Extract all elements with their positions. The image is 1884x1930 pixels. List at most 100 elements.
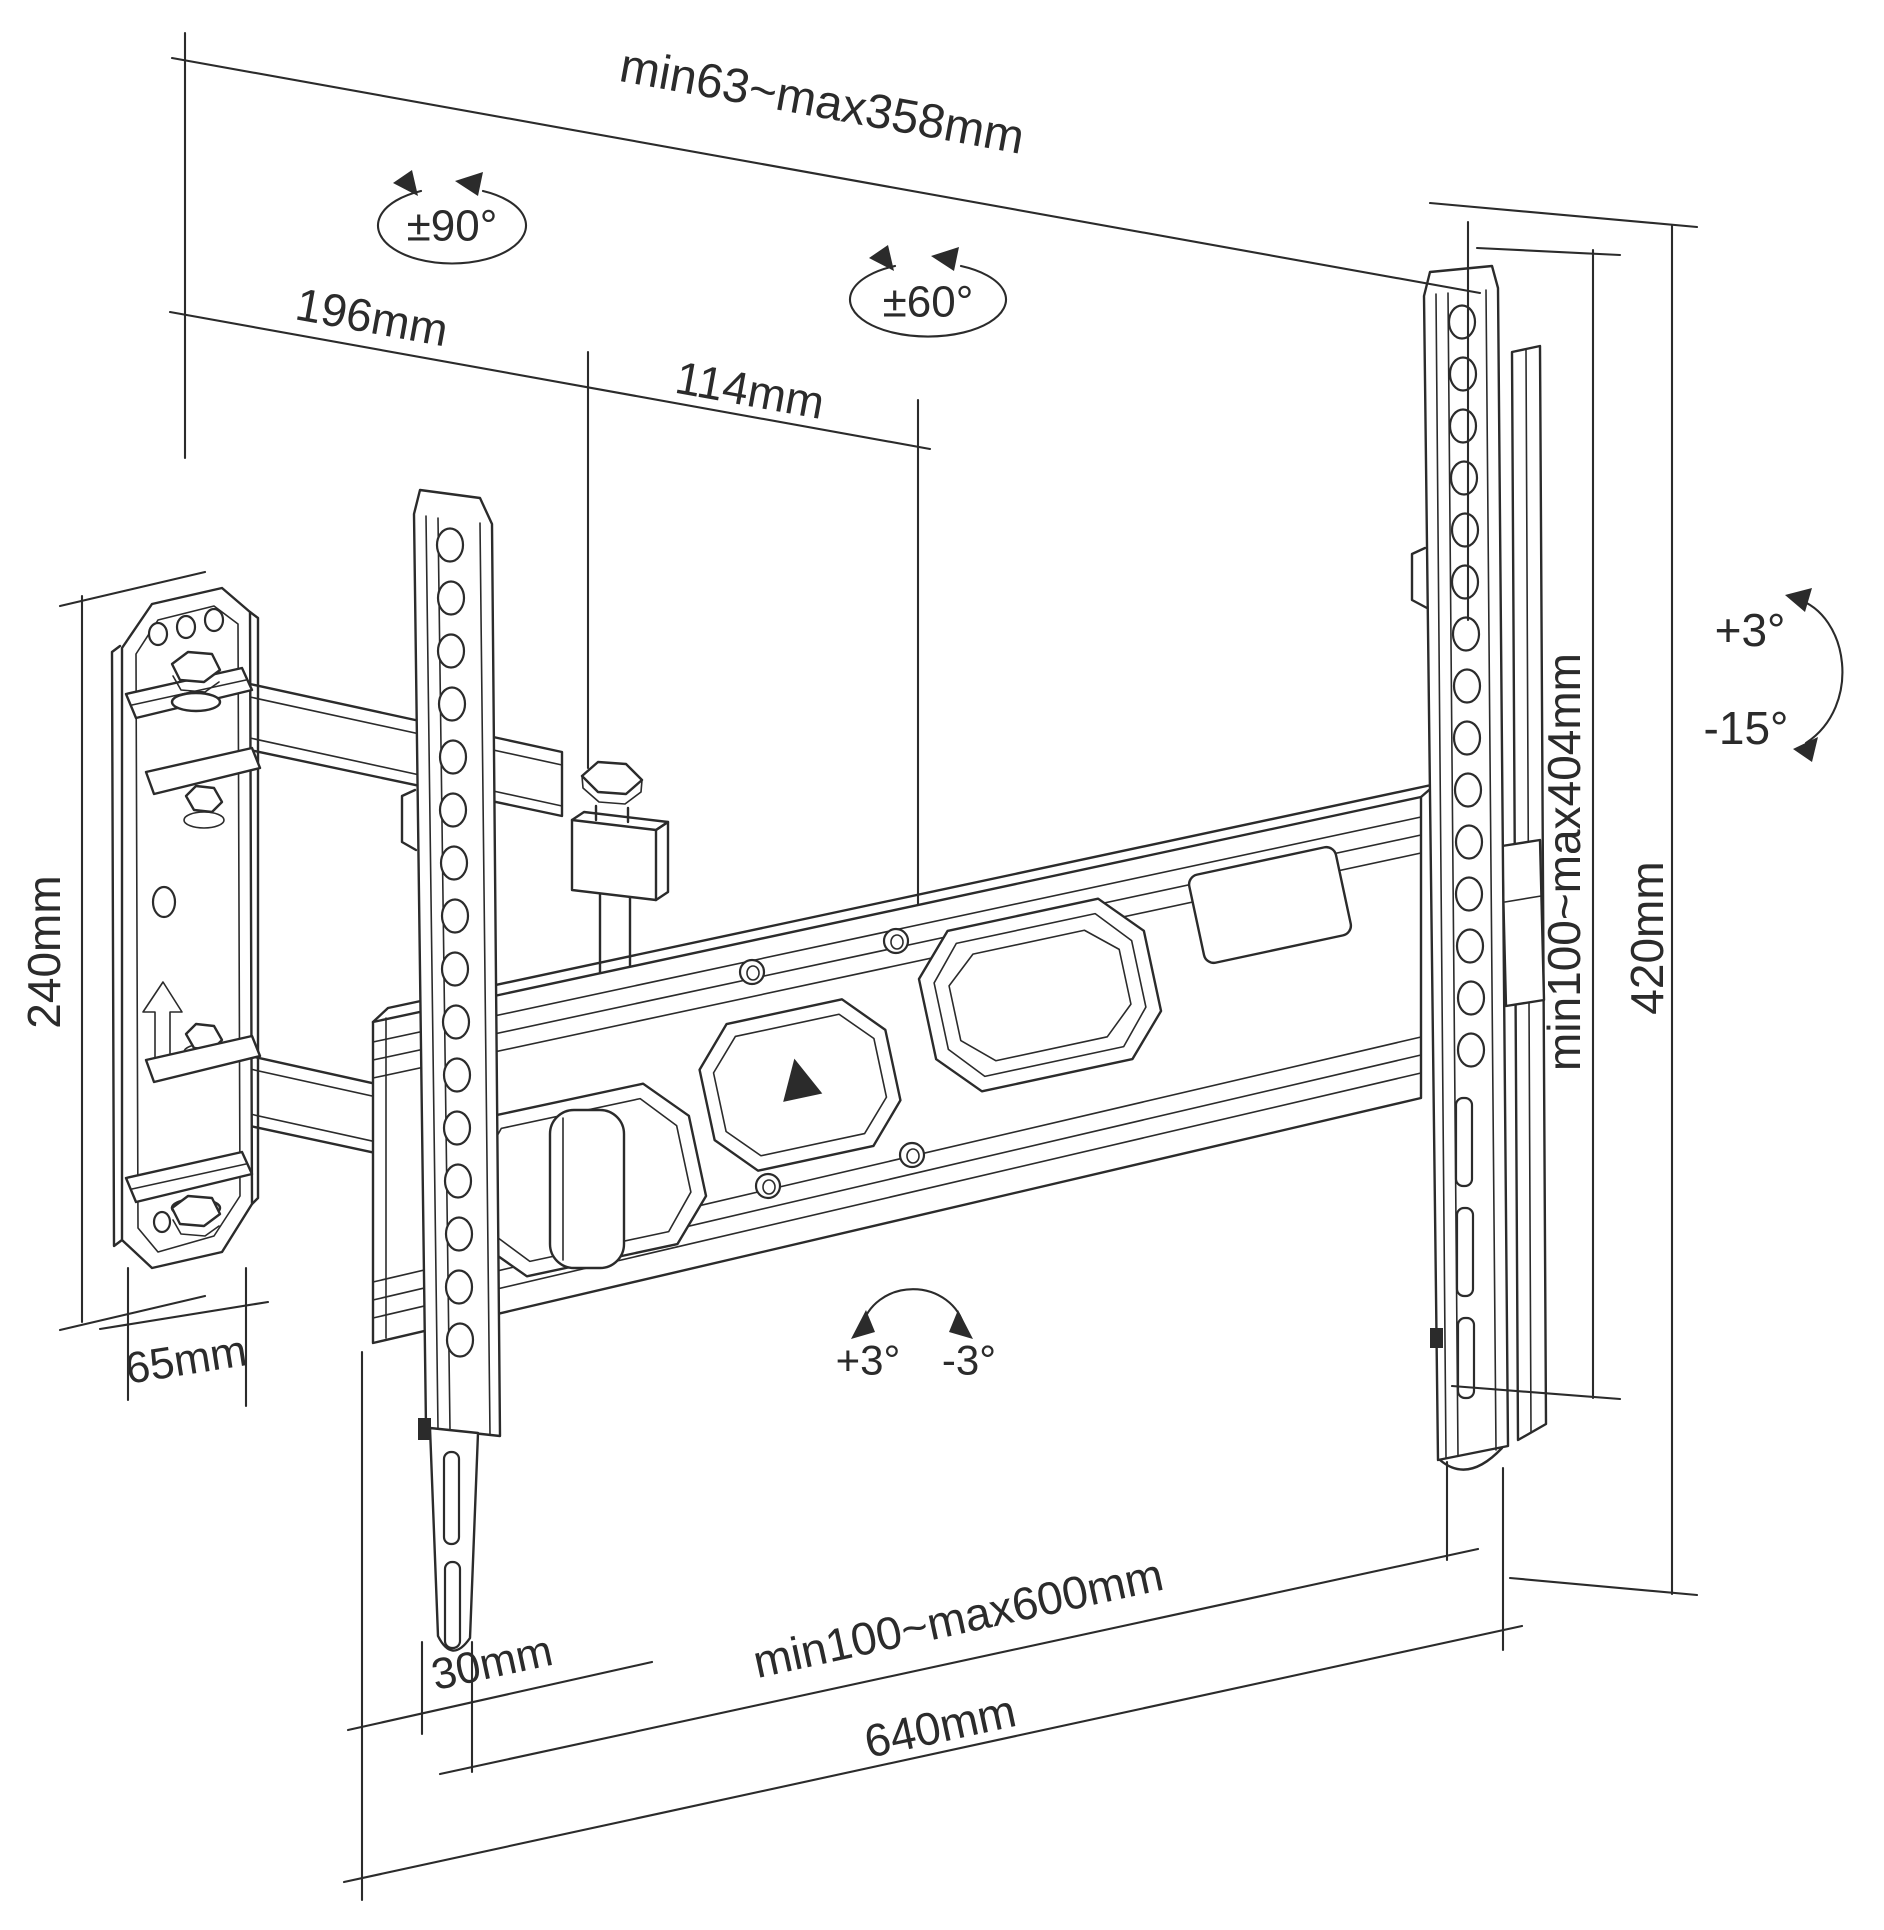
top-width-label: min63~max358mm — [616, 39, 1028, 164]
rail-center-plate — [698, 998, 902, 1172]
vesa-height-label: min100~max404mm — [1538, 653, 1590, 1071]
vesa-hole — [444, 1269, 474, 1305]
vesa-hole — [444, 1216, 474, 1252]
vesa-hole — [439, 845, 469, 881]
bottom-hinge — [124, 1022, 262, 1237]
plate-width-label: 65mm — [122, 1326, 250, 1394]
vesa-width-label: min100~max600mm — [748, 1548, 1168, 1688]
vesa-hole — [1452, 720, 1482, 756]
vesa-hole — [437, 686, 467, 722]
vesa-hole — [1452, 668, 1482, 704]
rotation-arrowhead — [455, 172, 483, 196]
arm-length-label: 196mm — [292, 278, 452, 357]
rail-cutout-end — [1187, 845, 1353, 965]
vesa-hole — [436, 633, 466, 669]
vesa-hole — [1456, 980, 1486, 1016]
lock-clip — [418, 1418, 431, 1440]
brand-triangle-icon — [783, 1058, 823, 1102]
plate-height-label: 240mm — [18, 875, 70, 1028]
left-vesa-bracket — [400, 488, 502, 1652]
vesa-hole — [442, 1110, 472, 1146]
vesa-hole — [1454, 824, 1484, 860]
vesa-hole — [1450, 564, 1480, 600]
top-hinge — [124, 650, 262, 829]
vesa-hole — [438, 792, 468, 828]
foot-slot — [1455, 1206, 1475, 1298]
mount-hole — [152, 1210, 172, 1234]
dim-line-plate-width — [98, 1300, 270, 1331]
rail-cutout-right — [917, 897, 1163, 1093]
pivot-hex-bolt — [580, 760, 644, 796]
level-adjust-annotation: +3° -3° — [836, 1288, 996, 1384]
vesa-hole — [1447, 304, 1477, 340]
vesa-hole — [1455, 928, 1485, 964]
dim-line-vesa-width — [438, 1547, 1480, 1776]
vesa-hole — [436, 580, 466, 616]
bracket-height-label: 420mm — [1621, 861, 1673, 1014]
vesa-hole — [445, 1322, 475, 1358]
vesa-hole — [442, 1057, 472, 1093]
rotation-arrow — [848, 264, 1008, 338]
vesa-hole — [1454, 876, 1484, 912]
dim-line-top-width — [170, 56, 1482, 295]
arm-swivel-label: ±90° — [407, 202, 498, 251]
rail-width-label: 640mm — [860, 1684, 1021, 1767]
mount-hole — [203, 607, 225, 633]
tilt-arc-arrow — [1795, 597, 1844, 745]
foot-slot — [1454, 1096, 1474, 1188]
arm-swivel-annotation: ±90° — [376, 170, 528, 265]
tilt-arrowhead — [1793, 737, 1818, 762]
vesa-hole — [1449, 460, 1479, 496]
right-back-panel — [1500, 344, 1548, 1442]
vesa-hole — [435, 527, 465, 563]
dim-line-slot-offset — [346, 1660, 654, 1732]
vesa-hole — [1451, 616, 1481, 652]
rotation-arrowhead — [869, 245, 894, 271]
mount-hole — [175, 614, 197, 640]
dim-line-rail-width — [342, 1624, 1524, 1884]
head-swivel-annotation: ±60° — [848, 245, 1008, 338]
extension-lines — [58, 31, 1699, 1902]
vesa-hole — [440, 898, 470, 934]
oval-hole — [151, 885, 177, 919]
lower-pivot-plate — [548, 1108, 626, 1270]
level-negative-label: -3° — [942, 1337, 996, 1384]
tilt-up-label: +3° — [1715, 604, 1786, 656]
foot-slot — [443, 1560, 462, 1650]
tilt-annotation: +3° -15° — [1704, 588, 1844, 762]
vesa-hole — [440, 951, 470, 987]
left-bracket-hook — [400, 788, 418, 852]
center-rail — [371, 782, 1438, 1345]
head-swivel-label: ±60° — [883, 278, 974, 327]
rail-screws — [738, 927, 926, 1200]
vesa-hole — [1456, 1032, 1486, 1068]
vesa-hole — [1448, 408, 1478, 444]
wall-plate — [110, 586, 262, 1270]
rotation-arrow — [376, 189, 528, 265]
tilt-down-label: -15° — [1704, 702, 1789, 754]
right-bracket-hook — [1410, 546, 1429, 610]
hex-bolt — [170, 650, 222, 684]
hex-bolt — [170, 1194, 222, 1228]
vesa-hole — [441, 1004, 471, 1040]
level-arrowhead — [949, 1310, 973, 1339]
level-positive-label: +3° — [836, 1337, 901, 1384]
mount-hole — [147, 621, 169, 647]
right-vesa-bracket — [1410, 264, 1510, 1471]
dim-line-arm — [168, 310, 932, 451]
foot-slot — [442, 1450, 461, 1546]
level-arc-arrow — [860, 1288, 966, 1329]
right-bracket-body — [1422, 264, 1510, 1462]
vesa-hole — [438, 739, 468, 775]
right-bracket-foot — [1438, 1446, 1504, 1471]
rotation-arrowhead — [393, 170, 418, 196]
foot-slot — [1456, 1316, 1476, 1400]
vesa-hole — [1448, 356, 1478, 392]
vesa-hole — [443, 1163, 473, 1199]
vesa-hole — [1453, 772, 1483, 808]
level-arrowhead — [851, 1310, 875, 1339]
vesa-hole — [1450, 512, 1480, 548]
tilt-arrowhead — [1785, 588, 1812, 612]
